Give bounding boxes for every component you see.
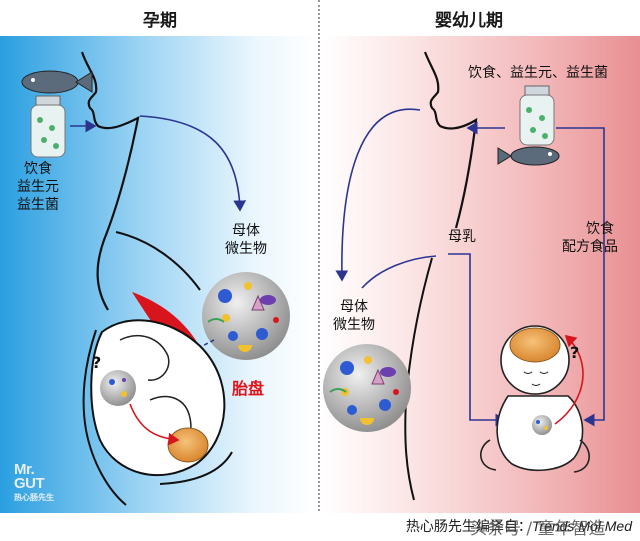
maternal-microbes-right-label: 母体	[340, 299, 368, 315]
infancy-title: 婴幼儿期	[435, 11, 503, 31]
probiotic-jar-icon	[30, 95, 66, 158]
maternal-microbiome-sphere	[202, 272, 290, 360]
diet-prebiotic-probiotic-label: 饮食、益生元、益生菌	[468, 65, 608, 81]
formula-label: 配方食品	[562, 239, 618, 255]
footer-bar: 热心肠先生编译自：Trends Mol Med	[0, 513, 640, 541]
fetal-gut-sphere	[100, 370, 136, 406]
fish-icon-right	[497, 146, 560, 166]
source-credit: 热心肠先生编译自：Trends Mol Med	[405, 518, 632, 535]
fetal-brain	[167, 427, 209, 463]
fish-icon	[21, 70, 93, 94]
watermark: 头条号 / 童年智造	[470, 519, 606, 539]
panel-divider	[318, 0, 320, 515]
diet-label-right: 饮食	[586, 221, 614, 237]
mr-gut-logo: Mr.GUT 热心肠先生	[14, 461, 54, 502]
infant-question-mark: ?	[570, 343, 580, 362]
placenta-label: 胎盘	[232, 379, 265, 398]
infancy-panel	[321, 36, 640, 513]
diet-label: 饮食	[24, 161, 52, 177]
infant-brain	[509, 327, 561, 363]
maternal-microbiome-sphere-right	[323, 344, 411, 432]
breast-milk-label: 母乳	[448, 229, 476, 245]
baby-illustration	[480, 325, 590, 473]
maternal-microbes-label: 母体	[232, 223, 260, 239]
maternal-microbes-right-label-2: 微生物	[333, 317, 375, 333]
mother-silhouette-right	[423, 51, 478, 229]
pregnancy-title: 孕期	[143, 11, 177, 31]
probiotic-label: 益生菌	[17, 197, 59, 213]
mother-silhouette	[80, 51, 140, 311]
header-bar	[0, 0, 640, 36]
prebiotic-label: 益生元	[17, 179, 59, 195]
maternal-microbes-label-2: 微生物	[225, 241, 267, 257]
probiotic-jar-icon-right	[519, 85, 555, 146]
fetal-question-mark: ?	[92, 353, 102, 372]
